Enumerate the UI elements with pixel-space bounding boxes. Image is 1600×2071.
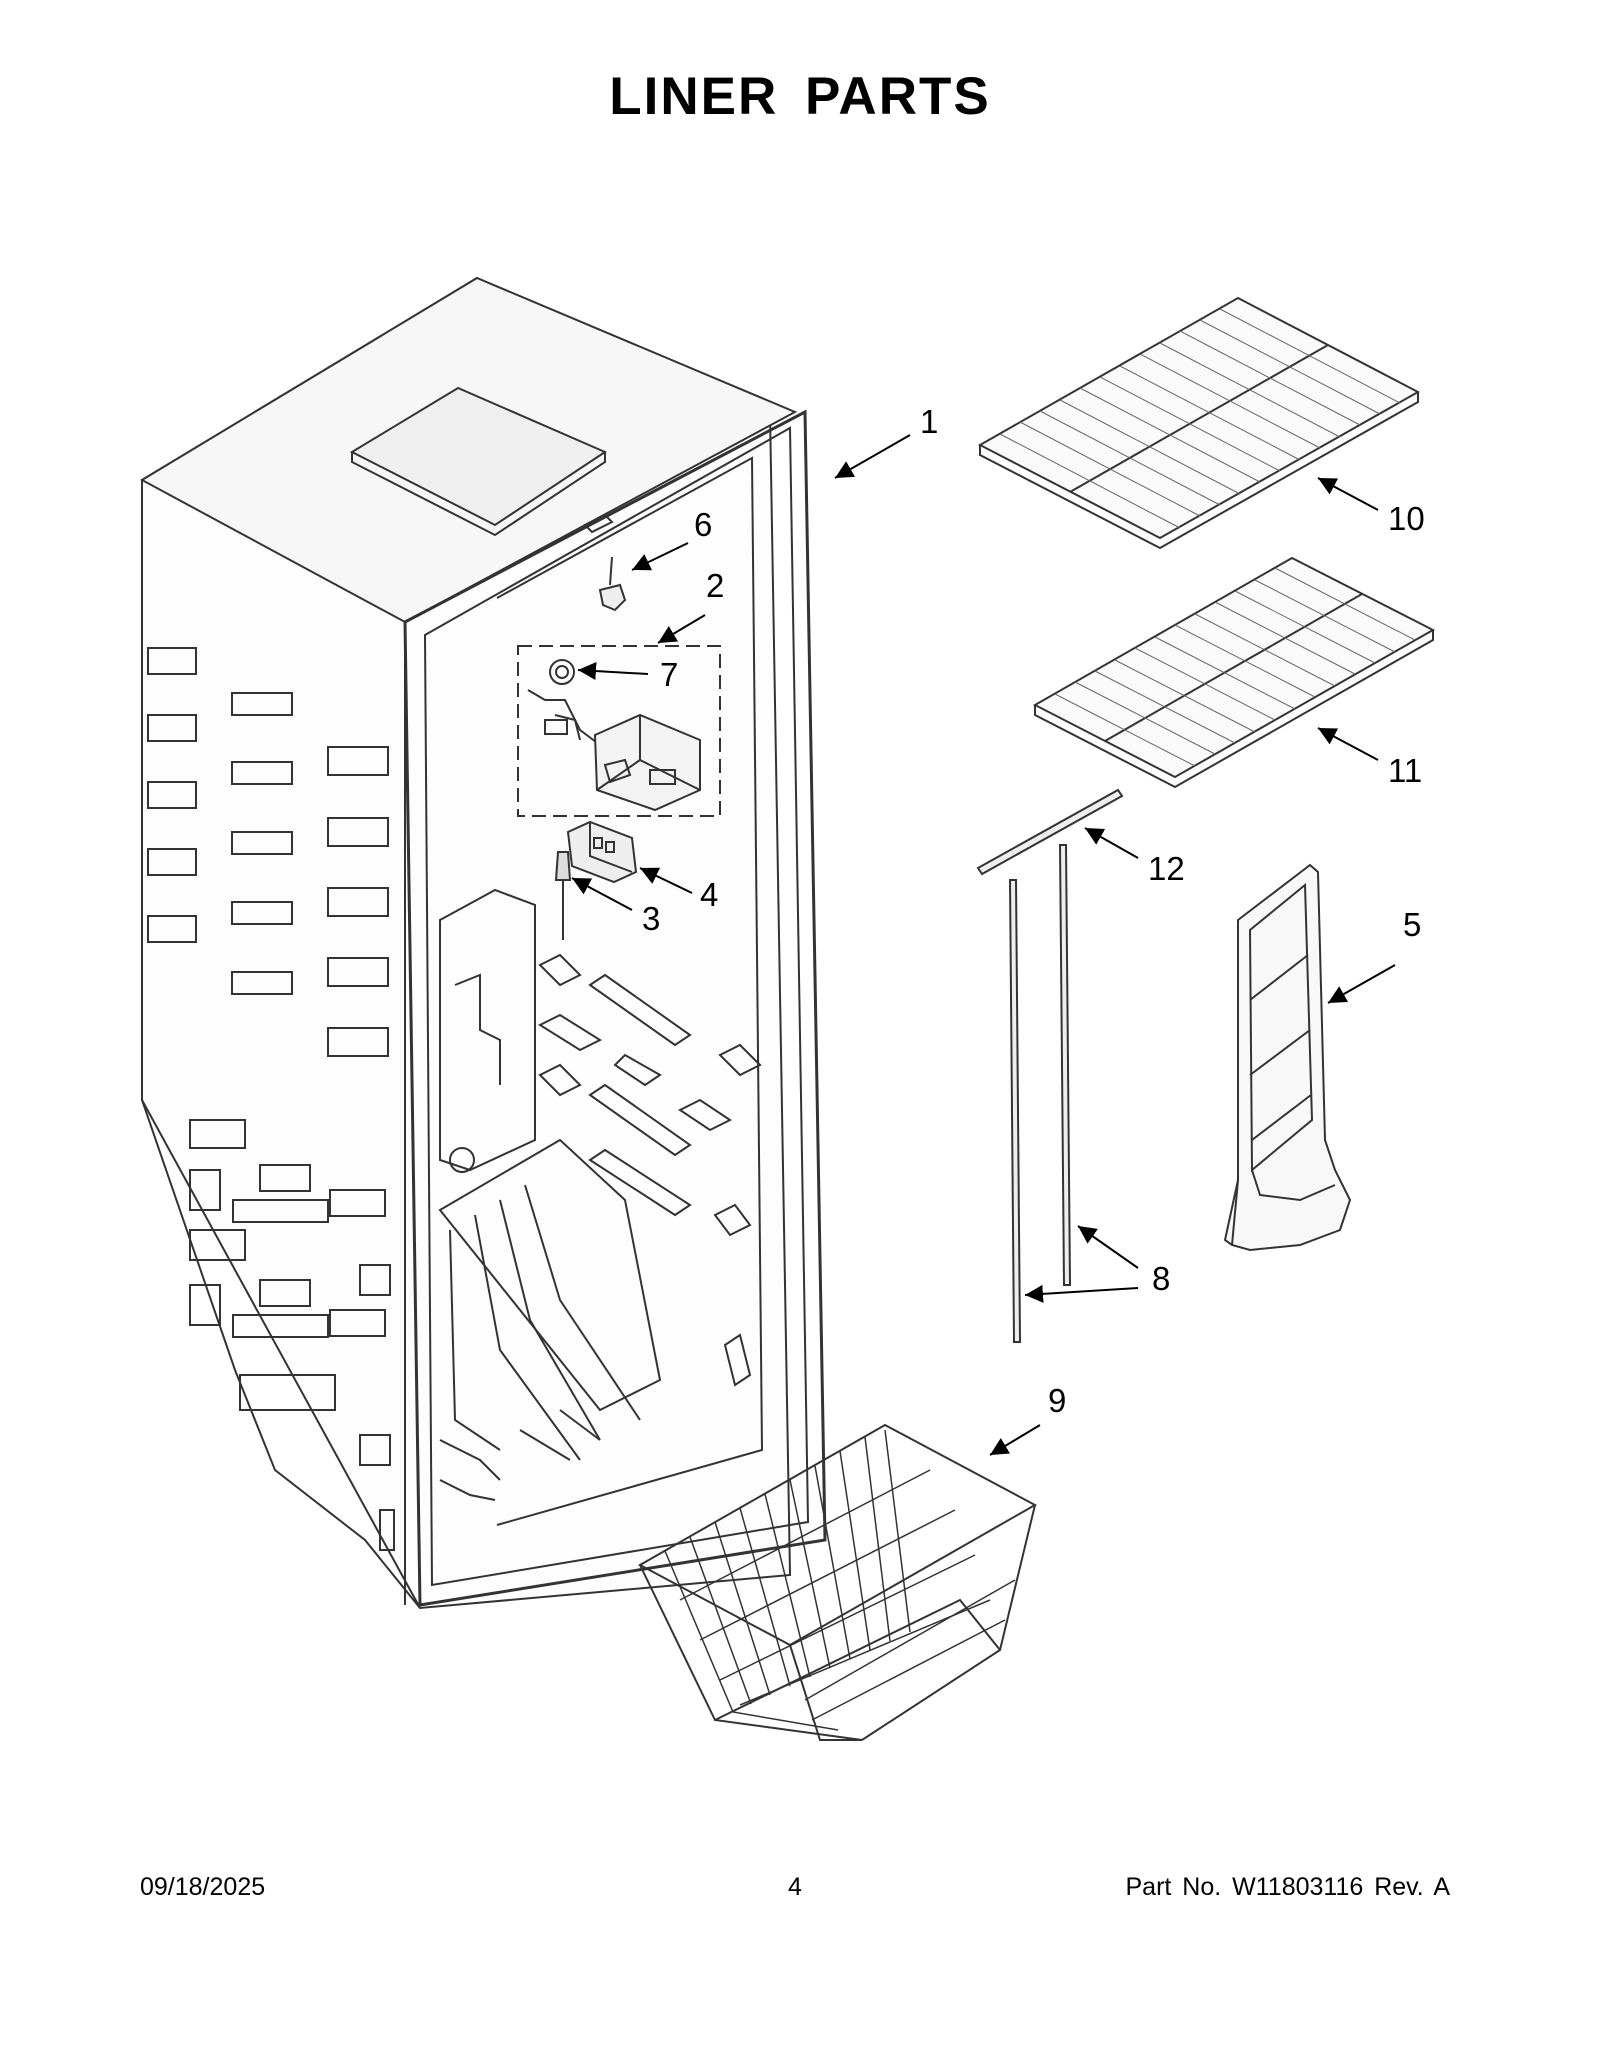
arrow-8b [1024,1284,1139,1303]
arrow-9 [989,1424,1041,1456]
footer-page-number: 4 [788,1873,802,1901]
part-10-shelf-illustration [977,296,1421,550]
arrow-3 [571,877,633,911]
part-5-cover-illustration [1223,863,1352,1252]
callout-labels: 1 6 2 7 4 3 10 11 12 5 8 9 [642,403,1425,1419]
callout-2: 2 [706,567,724,604]
part-12-trim-illustration [976,788,1124,876]
callout-10: 10 [1388,500,1425,537]
callout-arrows [571,434,1396,1456]
arrow-11 [1317,727,1379,761]
arrow-5 [1327,964,1396,1004]
part-6-fastener-illustration [598,556,627,612]
footer-part-number: Part No. W11803116 Rev. A [1125,1873,1451,1901]
callout-4: 4 [700,876,718,913]
callout-7: 7 [660,656,678,693]
page-title: LINER PARTS [609,67,991,126]
part-4-light-housing-illustration [566,820,638,884]
arrow-2 [657,614,706,644]
part-2-kit-illustration [517,645,721,817]
callout-11: 11 [1388,752,1422,789]
part-11-shelf-illustration [1032,556,1436,789]
arrow-4 [639,867,693,894]
callout-5: 5 [1403,906,1421,943]
callout-9: 9 [1048,1382,1066,1419]
callout-1: 1 [920,403,938,440]
part-9-basket-illustration [637,1423,1038,1741]
callout-8: 8 [1152,1260,1170,1297]
callout-3: 3 [642,900,660,937]
arrow-10 [1317,477,1379,511]
liner-illustration [139,276,827,1610]
arrow-8a [1077,1225,1139,1269]
arrow-6 [631,542,689,571]
arrow-1 [834,434,911,479]
arrow-7 [577,662,649,681]
arrow-12 [1084,827,1139,859]
callout-6: 6 [694,506,712,543]
footer-date: 09/18/2025 [140,1873,266,1901]
callout-12: 12 [1148,850,1185,887]
part-3-sensor-illustration [554,851,572,940]
part-8-trim-illustration [1008,844,1072,1343]
